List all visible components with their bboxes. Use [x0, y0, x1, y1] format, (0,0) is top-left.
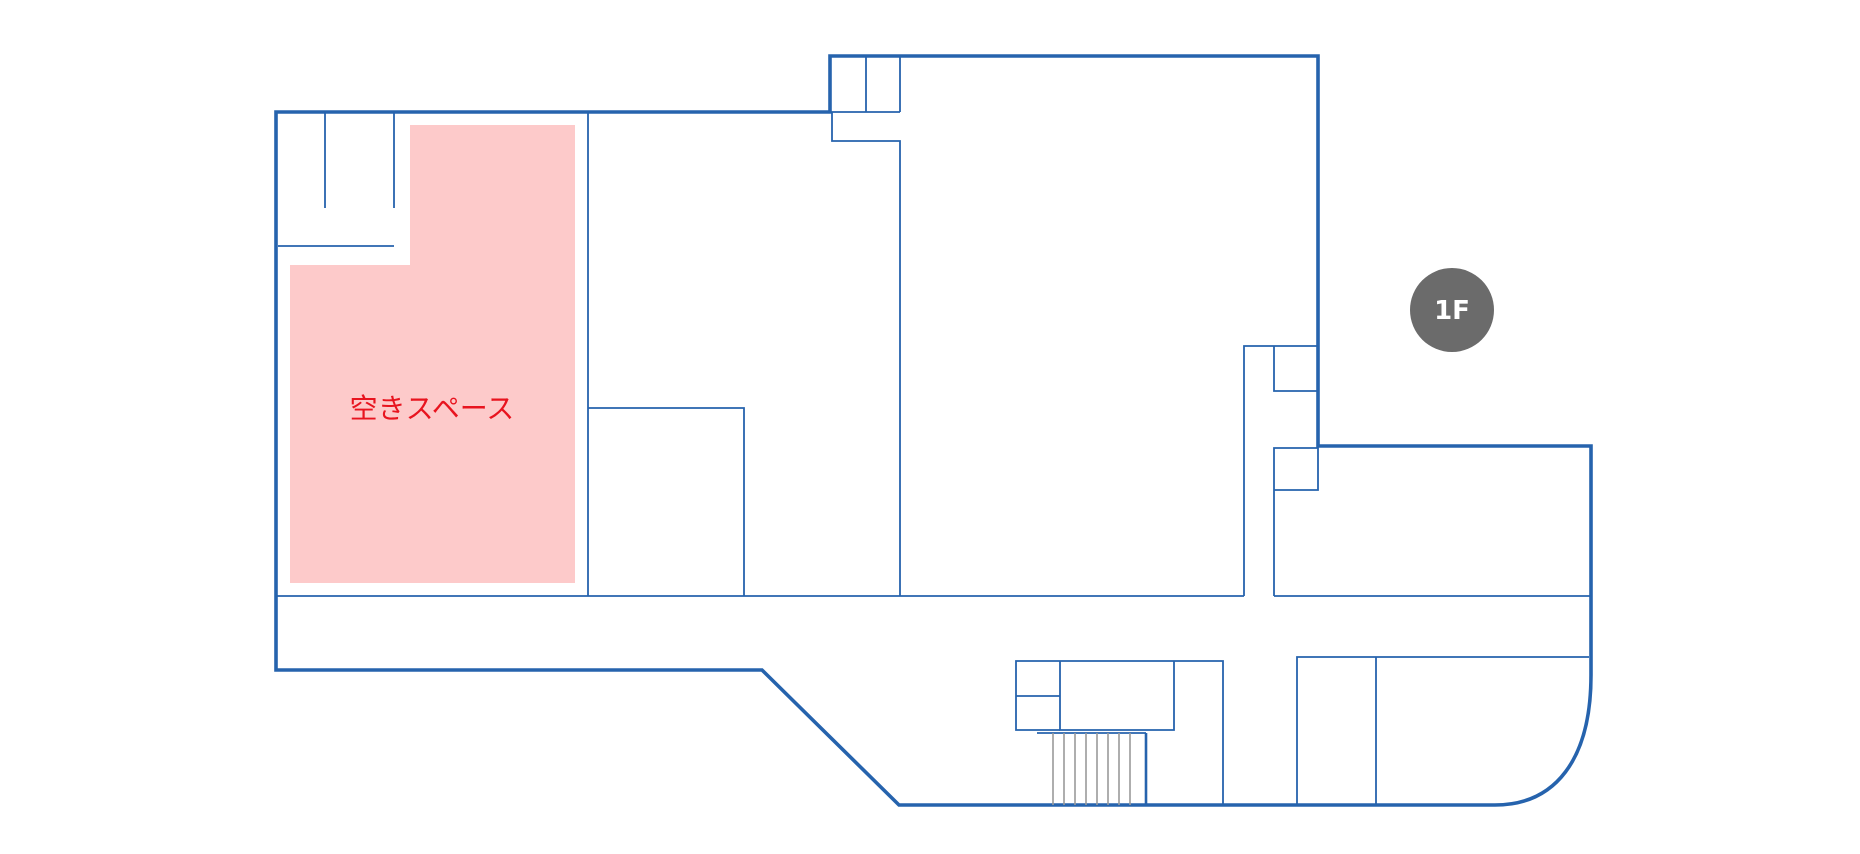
vacant-space-label: 空きスペース [350, 392, 515, 425]
floor-badge-label: 1F [1434, 296, 1470, 326]
building-outer-wall [274, 54, 1593, 807]
interior-walls [276, 56, 1591, 805]
stairs-icon [1037, 732, 1148, 805]
floor-badge-icon: 1F [1410, 268, 1494, 352]
vacant-space-area[interactable] [290, 125, 575, 583]
